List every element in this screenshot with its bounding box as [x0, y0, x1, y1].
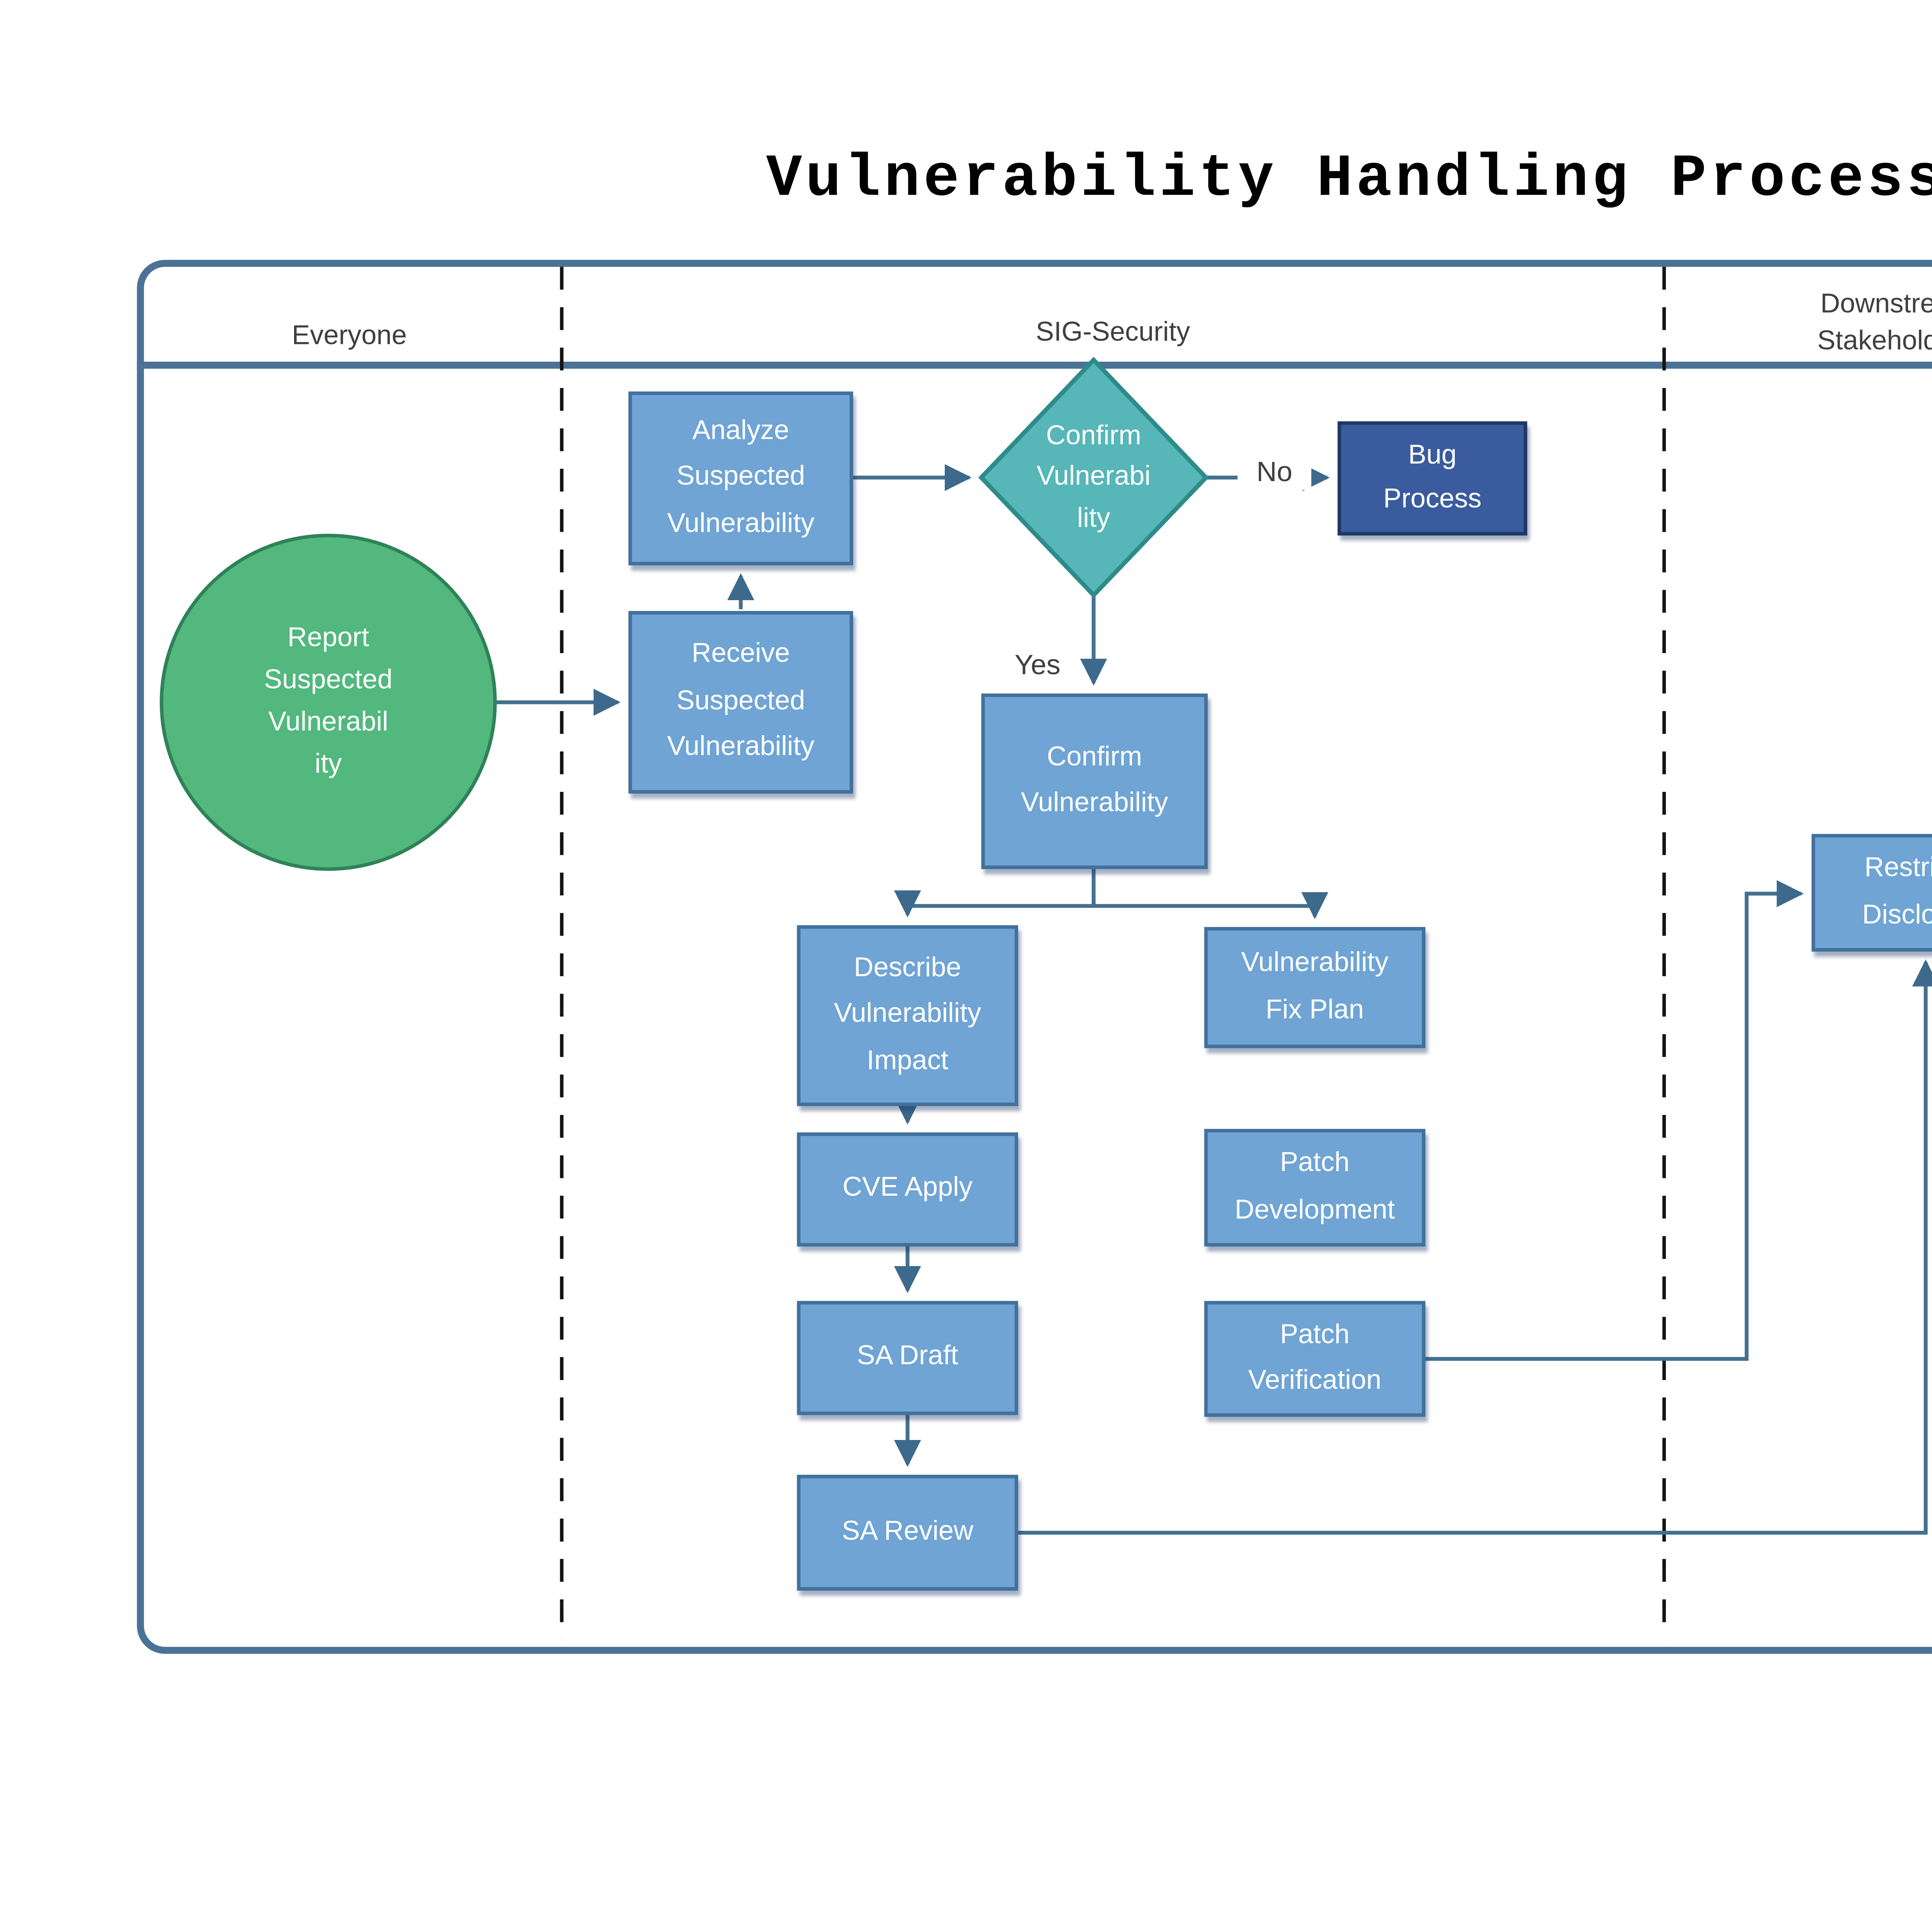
decision-confirm-vulnerability: Confirm Vulnerabi lity: [983, 400, 1204, 555]
edge-confirm-to-describe: [894, 869, 1096, 917]
edge-patchver-to-restricted: [1425, 880, 1804, 1361]
swimlane-frame: [137, 260, 1932, 1654]
process-label: SA Review: [842, 1516, 973, 1547]
decision-diamond-shape: [978, 357, 1209, 599]
lane-header-everyone-left: Everyone: [292, 321, 407, 351]
process-vulnerability-fix-plan: Vulnerability Fix Plan: [1204, 927, 1425, 1048]
process-patch-verification: Patch Verification: [1204, 1301, 1425, 1417]
process-receive-suspected-vulnerability: Receive Suspected Vulnerability: [628, 611, 853, 794]
process-analyze-suspected-vulnerability: Analyze Suspected Vulnerability: [628, 391, 853, 565]
lane-divider-2: [1662, 267, 1666, 1640]
process-label: Restricted Disclosure: [1862, 853, 1932, 930]
lane-header-sig-security: SIG-Security: [1036, 318, 1190, 348]
process-label: Describe Vulnerability Impact: [834, 953, 981, 1076]
process-confirm-vulnerability: Confirm Vulnerability: [981, 693, 1208, 869]
process-patch-development: Patch Development: [1204, 1129, 1425, 1247]
process-sa-review: SA Review: [797, 1475, 1018, 1591]
process-label: Confirm Vulnerability: [1021, 742, 1168, 819]
process-cve-apply: CVE Apply: [797, 1132, 1018, 1247]
process-describe-vulnerability-impact: Describe Vulnerability Impact: [797, 925, 1018, 1106]
diagram-title: Vulnerability Handling Process: [766, 147, 1932, 214]
process-label: Patch Development: [1235, 1148, 1395, 1225]
start-report-suspected-vulnerability: Report Suspected Vulnerabil ity: [160, 534, 497, 871]
lane-header-downstream-stakeholders: Downstream Stakeholders: [1817, 289, 1932, 356]
process-label: Vulnerability Fix Plan: [1241, 948, 1389, 1025]
process-restricted-disclosure: Restricted Disclosure: [1811, 834, 1932, 952]
edge-confirm-to-fixplan: [1094, 892, 1328, 919]
edge-label-yes: Yes: [1014, 651, 1061, 681]
process-label: Patch Verification: [1248, 1319, 1381, 1396]
process-label: Bug Process: [1383, 441, 1482, 514]
decision-label: Confirm Vulnerabi lity: [1036, 421, 1151, 533]
process-label: CVE Apply: [842, 1173, 973, 1203]
process-sa-draft: SA Draft: [797, 1301, 1018, 1415]
start-label: Report Suspected Vulnerabil ity: [264, 623, 393, 780]
edge-label-no: No: [1237, 458, 1311, 490]
process-bug-process: Bug Process: [1337, 421, 1527, 536]
edge-sareview-to-restricted: [1018, 959, 1932, 1535]
lane-header-separator: [137, 361, 1932, 369]
process-label: SA Draft: [857, 1342, 958, 1372]
lane-divider-1: [560, 267, 564, 1640]
process-label: Receive Suspected Vulnerability: [667, 640, 815, 762]
process-label: Analyze Suspected Vulnerability: [667, 416, 815, 539]
